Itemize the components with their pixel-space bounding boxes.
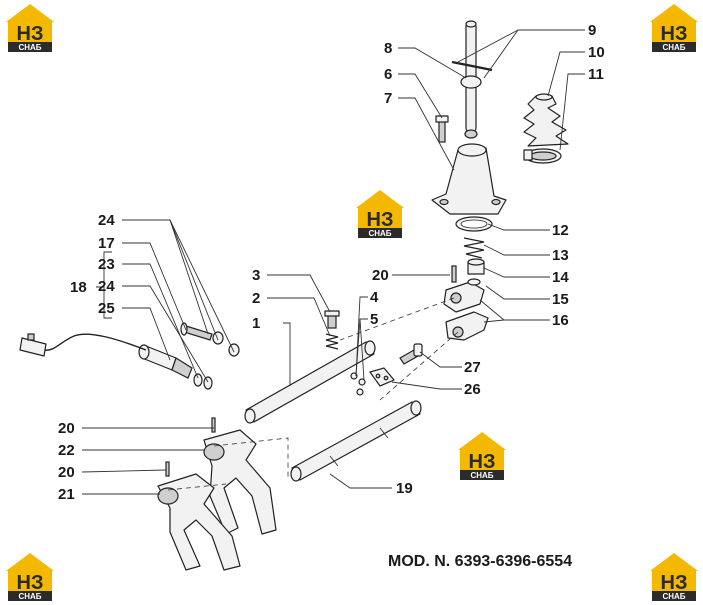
watermark-logos: НЗ СНАБ НЗ СНАБ НЗ СНАБ НЗ СНАБ [6, 4, 698, 601]
detent-balls-parts-4-5 [350, 372, 366, 396]
logo-letters: НЗ [17, 23, 44, 45]
callout-24-lower: 24 [98, 278, 115, 295]
callout-12: 12 [552, 222, 569, 239]
interlock-plate-part-26 [369, 367, 395, 387]
callout-20-lower: 20 [58, 464, 75, 481]
callout-9: 9 [588, 22, 596, 39]
shift-fork-part-21 [157, 473, 241, 571]
logo-letters: НЗ [469, 451, 496, 473]
sensor-wire-harness [19, 333, 147, 357]
callout-13: 13 [552, 247, 569, 264]
logo-center-upper: НЗ СНАБ [356, 190, 404, 238]
callout-15: 15 [552, 291, 569, 308]
selector-lever-part-15 [443, 278, 485, 313]
shift-fork-part-22 [203, 429, 277, 535]
logo-caption: СНАБ [368, 229, 391, 238]
callout-25: 25 [98, 300, 115, 317]
logo-center-lower: НЗ СНАБ [458, 432, 506, 480]
bush-part-14 [467, 258, 485, 275]
model-number-label: MOD. N. 6393-6396-6554 [388, 553, 572, 570]
callout-22: 22 [58, 442, 75, 459]
spring-part-13 [463, 237, 485, 259]
callout-7: 7 [384, 90, 392, 107]
selector-shaft-part-19 [290, 400, 422, 482]
callout-27: 27 [464, 359, 481, 376]
callout-20-middle: 20 [58, 420, 75, 437]
o-ring-part-12 [455, 216, 493, 232]
logo-bottom-right: НЗ СНАБ [650, 553, 698, 601]
callout-1: 1 [252, 315, 260, 332]
screw-part-7 [435, 115, 449, 143]
selector-lever-part-16 [445, 311, 489, 341]
callout-19: 19 [396, 480, 413, 497]
logo-caption: СНАБ [18, 592, 41, 601]
gear-lever-part-8 [451, 20, 493, 139]
logo-letters: НЗ [661, 23, 688, 45]
bolt-part-17 [180, 322, 240, 357]
callout-4: 4 [370, 289, 379, 306]
logo-caption: СНАБ [662, 592, 685, 601]
lever-housing-part-6 [431, 143, 507, 215]
callout-20-upper: 20 [372, 267, 389, 284]
logo-caption: СНАБ [470, 471, 493, 480]
roll-pin-part-20-upper [451, 265, 457, 283]
logo-caption: СНАБ [662, 43, 685, 52]
callout-17: 17 [98, 235, 115, 252]
detent-screw-part-3 [324, 310, 340, 329]
roll-pins-part-20-lower [165, 417, 216, 477]
callout-23: 23 [98, 256, 115, 273]
leader-lines [81, 29, 585, 495]
callout-10: 10 [588, 44, 605, 61]
callout-2: 2 [252, 290, 260, 307]
selector-shaft-part-1 [244, 340, 376, 424]
callout-6: 6 [384, 66, 392, 83]
logo-letters: НЗ [661, 572, 688, 594]
callout-18: 18 [70, 279, 87, 296]
callout-3: 3 [252, 267, 260, 284]
logo-bottom-left: НЗ СНАБ [6, 553, 54, 601]
callout-11: 11 [588, 66, 604, 83]
hose-clamp-part-11 [523, 148, 562, 164]
callout-14: 14 [552, 269, 569, 286]
washers-parts-23-24 [193, 373, 213, 390]
callout-5: 5 [370, 311, 378, 328]
callout-26: 26 [464, 381, 481, 398]
logo-top-right: НЗ СНАБ [650, 4, 698, 52]
logo-letters: НЗ [367, 209, 394, 231]
sensor-switch-part-25 [138, 344, 193, 379]
logo-caption: СНАБ [18, 43, 41, 52]
logo-letters: НЗ [17, 572, 44, 594]
logo-top-left: НЗ СНАБ [6, 4, 54, 52]
callout-21: 21 [58, 486, 75, 503]
callout-16: 16 [552, 312, 569, 329]
callout-8: 8 [384, 40, 392, 57]
callout-labels: 1 2 3 4 5 6 7 8 9 10 11 12 13 14 15 16 1… [58, 22, 605, 503]
screw-part-27 [399, 343, 423, 365]
spring-part-2 [325, 333, 339, 350]
callout-24-upper: 24 [98, 212, 115, 229]
